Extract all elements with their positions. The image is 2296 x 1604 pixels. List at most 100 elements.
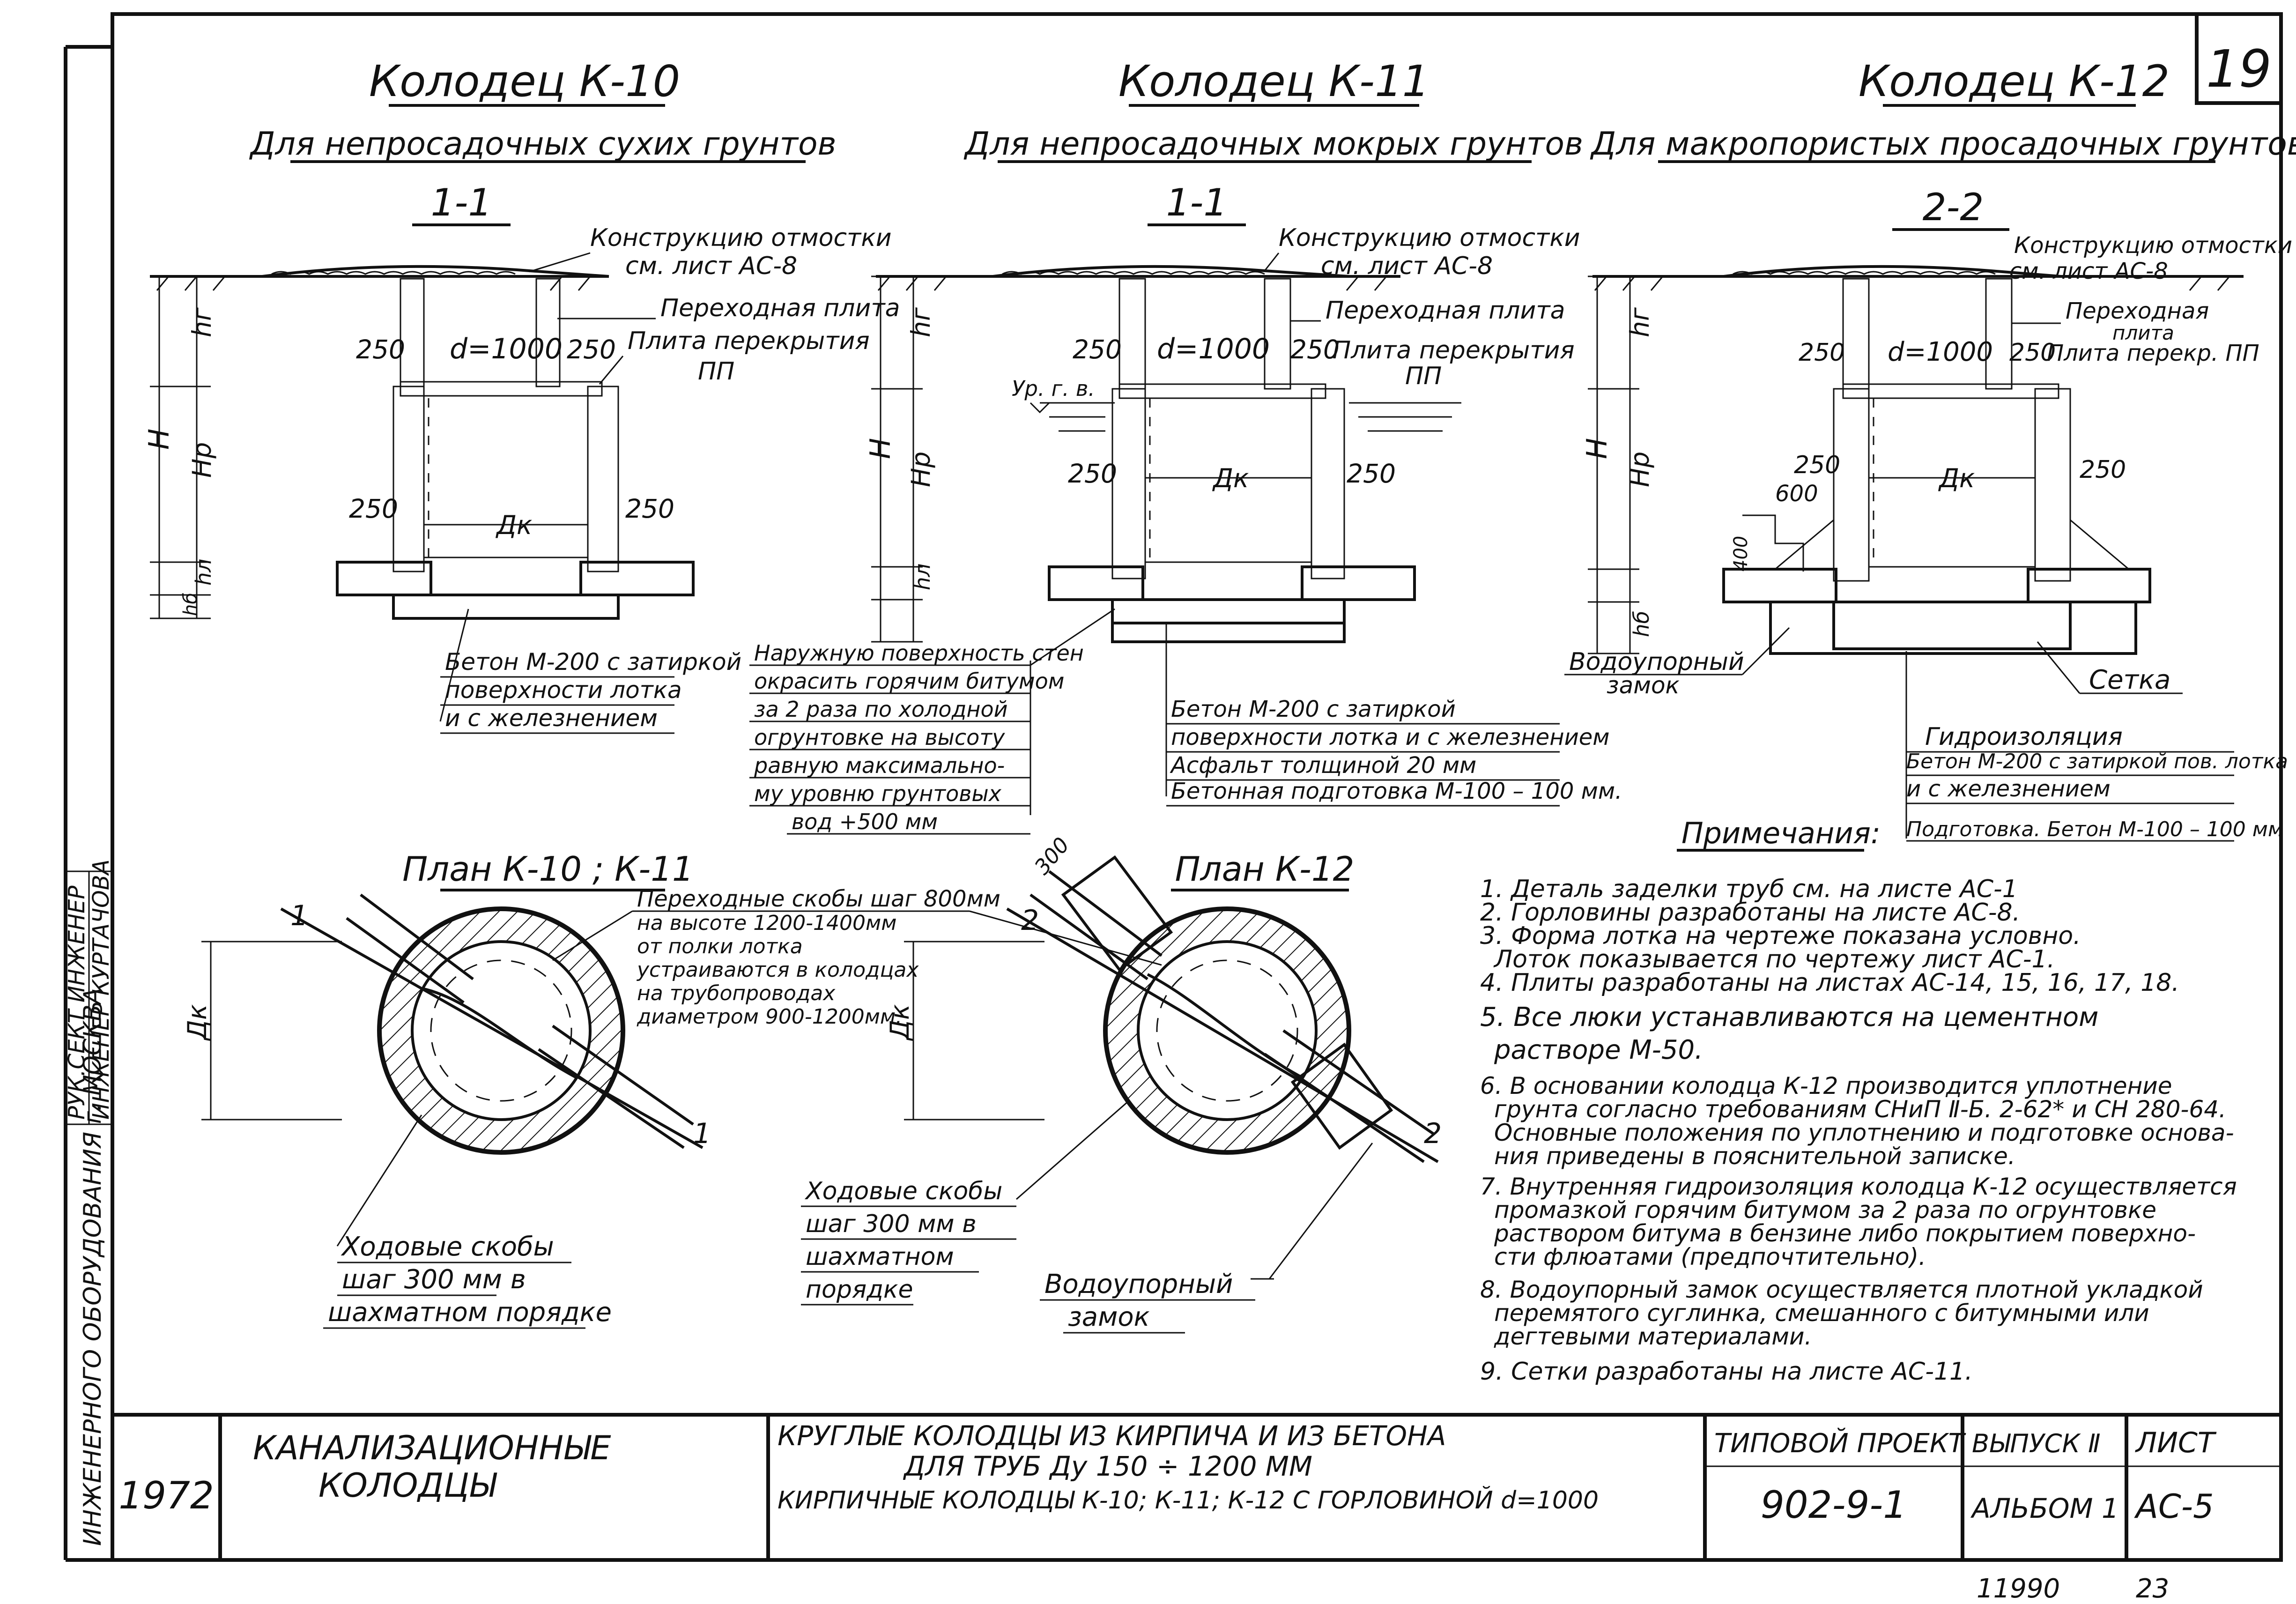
- k12-dim-400: 400: [1730, 536, 1752, 572]
- note-1: 1. Деталь заделки труб см. на листе АС-1: [1480, 875, 2018, 903]
- note-6d: ния приведены в пояснительной записке.: [1494, 1143, 2015, 1170]
- k10-hl: hл: [191, 559, 216, 586]
- tb-project-label: ТИПОВОЙ ПРОЕКТ: [1714, 1428, 1966, 1459]
- note-6c: Основные положения по уплотнению и подго…: [1494, 1119, 2234, 1146]
- k12-dim-250-r: 250: [2080, 456, 2126, 484]
- notes-heading: Примечания:: [1681, 816, 1881, 850]
- k11-d1000: d=1000: [1157, 333, 1270, 365]
- k12-Hp: Нр: [1625, 452, 1655, 487]
- stamp-role-1: РУК.СЕКТ ИНЖЕНЕР: [64, 886, 90, 1120]
- k12-d1000: d=1000: [1888, 337, 1993, 367]
- k10-pp: ПП: [698, 357, 734, 386]
- k11-dim-250-l: 250: [1068, 459, 1117, 489]
- k10-hr: hг: [187, 307, 217, 337]
- note-7: 7. Внутренняя гидроизоляция колодца К-12…: [1480, 1173, 2237, 1200]
- k10-hb: hб: [180, 593, 201, 616]
- note-6: 6. В основании колодца К-12 производится…: [1480, 1072, 2172, 1099]
- k11-dim-250-r: 250: [1347, 459, 1396, 489]
- note-7d: сти флюатами (предпочтительно).: [1494, 1243, 1926, 1270]
- skoby-5: на трубопроводах: [637, 981, 836, 1005]
- k12-layer-1: Гидроизоляция: [1925, 723, 2123, 751]
- k12-title: Колодец К-12: [1859, 56, 2170, 106]
- sheet-frame: [64, 12, 2283, 1562]
- k12-vodoupor-1: Водоупорный: [1569, 648, 1744, 676]
- k10-dim-250-tl: 250: [356, 334, 405, 364]
- plan-k12-title: План К-12: [1175, 849, 1355, 889]
- tb-desc-1: КРУГЛЫЕ КОЛОДЦЫ ИЗ КИРПИЧА И ИЗ БЕТОНА: [778, 1420, 1446, 1452]
- note-8c: дегтевыми материалами.: [1494, 1323, 1812, 1350]
- k11-naruzh-1: Наружную поверхность стен: [754, 640, 1084, 666]
- k11-naruzh-4: огрунтовке на высоту: [754, 725, 1005, 750]
- k10-beton-1: Бетон М-200 с затиркой: [445, 648, 741, 676]
- k12-perekhodnaya-b: плита: [2112, 321, 2174, 344]
- k11-beton-3: Асфальт толщиной 20 мм: [1170, 752, 1476, 779]
- k11-otmostka: Конструкцию отмостки: [1279, 224, 1580, 252]
- tb-sheet-label: ЛИСТ: [2135, 1426, 2217, 1459]
- k10-dim-250-r: 250: [625, 494, 674, 524]
- tb-name-2: КОЛОДЦЫ: [318, 1466, 497, 1505]
- skoby-1: Переходные скобы шаг 800мм: [637, 886, 1000, 912]
- skoby-3: от полки лотка: [637, 935, 803, 958]
- k10-dim-250-l: 250: [349, 494, 398, 524]
- k12-plita: Плита перекр. ПП: [2047, 340, 2259, 366]
- k10-beton-3: и с железнением: [445, 705, 658, 732]
- plan2-cut-left: 2: [1021, 904, 1039, 937]
- k11-Hp: Нр: [906, 452, 936, 487]
- k11-plita: Плита перекрытия: [1333, 336, 1575, 364]
- plan1-cut-right: 1: [693, 1117, 711, 1150]
- tb-year: 1972: [119, 1474, 214, 1517]
- k11-dim-250-tr: 250: [1290, 334, 1340, 364]
- left-stamp: ИНЖЕНЕРНОГО ОБОРУДОВАНИЯ г. МОСКВА РУК.С…: [64, 859, 114, 1546]
- k11-beton-1: Бетон М-200 с затиркой: [1171, 696, 1456, 722]
- tb-issue: ВЫПУСК Ⅱ: [1972, 1429, 2101, 1458]
- note-8: 8. Водоупорный замок осуществляется плот…: [1480, 1276, 2203, 1303]
- tb-album: АЛЬБОМ 1: [1970, 1493, 2119, 1524]
- k11-H: Н: [864, 438, 897, 459]
- k12-layer-3: и с железнением: [1906, 776, 2111, 802]
- vodoupor-plan-2: замок: [1068, 1302, 1150, 1332]
- section-k10: Н hг Нр hл hб 250 d=1000 250 250 Дк 250 …: [143, 224, 900, 734]
- k11-perekhodnaya: Переходная плита: [1326, 297, 1565, 325]
- k12-vodoupor-2: замок: [1607, 672, 1680, 699]
- plan1-Dk: Дк: [182, 1004, 212, 1041]
- khod-left-3: шахматном порядке: [328, 1297, 612, 1328]
- archive-page: 23: [2136, 1574, 2169, 1604]
- plan-k12: План К-12 2 2 300 Дк Ходовые скобы шаг 3…: [801, 832, 1442, 1334]
- k11-section: 1-1: [1166, 181, 1228, 224]
- k12-otmostka-ref: см. лист АС-8: [2009, 258, 2168, 284]
- well-k12-header: Колодец К-12 Для макропористых просадочн…: [1590, 56, 2296, 231]
- vodoupor-plan-1: Водоупорный: [1044, 1269, 1233, 1300]
- tb-name-1: КАНАЛИЗАЦИОННЫЕ: [253, 1429, 611, 1467]
- k11-naruzh-5: равную максимально-: [754, 753, 1005, 778]
- k12-subtitle: Для макропористых просадочных грунтов: [1590, 126, 2296, 163]
- note-8b: перемятого суглинка, смешанного с битумн…: [1494, 1300, 2149, 1327]
- khod-mid-2: шаг 300 мм в: [806, 1210, 977, 1238]
- k11-otmostka-ref: см. лист АС-8: [1321, 252, 1493, 280]
- k11-naruzh-3: за 2 раза по холодной: [754, 697, 1008, 722]
- k11-dim-250-tl: 250: [1073, 334, 1122, 364]
- note-9: 9. Сетки разработаны на листе АС-11.: [1480, 1358, 1973, 1386]
- k10-H: Н: [143, 429, 176, 450]
- k12-dim-250-tr: 250: [2009, 339, 2056, 367]
- k12-layer-4: Подготовка. Бетон М-100 – 100 мм: [1906, 817, 2283, 841]
- khod-left-2: шаг 300 мм в: [342, 1264, 526, 1295]
- note-3b: Лоток показывается по чертежу лист АС-1.: [1493, 945, 2055, 973]
- k12-H: Н: [1581, 438, 1614, 459]
- note-5b: растворе М-50.: [1494, 1035, 1703, 1065]
- k10-Hp: Нр: [187, 442, 217, 478]
- tb-project-number: 902-9-1: [1761, 1483, 1907, 1527]
- plan2-dim-300: 300: [1029, 832, 1074, 879]
- plan-k10-title: План К-10 ; К-11: [402, 849, 694, 889]
- k12-dim-600: 600: [1775, 481, 1818, 507]
- plan-k10-k11: План К-10 ; К-11 1 1 Дк Переходные скобы…: [182, 849, 1162, 1329]
- note-3: 3. Форма лотка на чертеже показана услов…: [1480, 922, 2081, 950]
- skoby-4: устраиваются в колодцах: [636, 958, 919, 982]
- k10-title: Колодец К-10: [369, 56, 680, 106]
- k11-ugv: Ур. г. в.: [1012, 376, 1095, 401]
- k10-perekhodnaya: Переходная плита: [660, 294, 900, 322]
- k12-dim-250-tl: 250: [1799, 339, 1845, 367]
- k11-pp: ПП: [1405, 362, 1442, 390]
- k12-dim-250-l: 250: [1794, 451, 1840, 479]
- k12-section: 2-2: [1923, 186, 1984, 229]
- k12-otmostka: Конструкцию отмостки: [2014, 232, 2292, 259]
